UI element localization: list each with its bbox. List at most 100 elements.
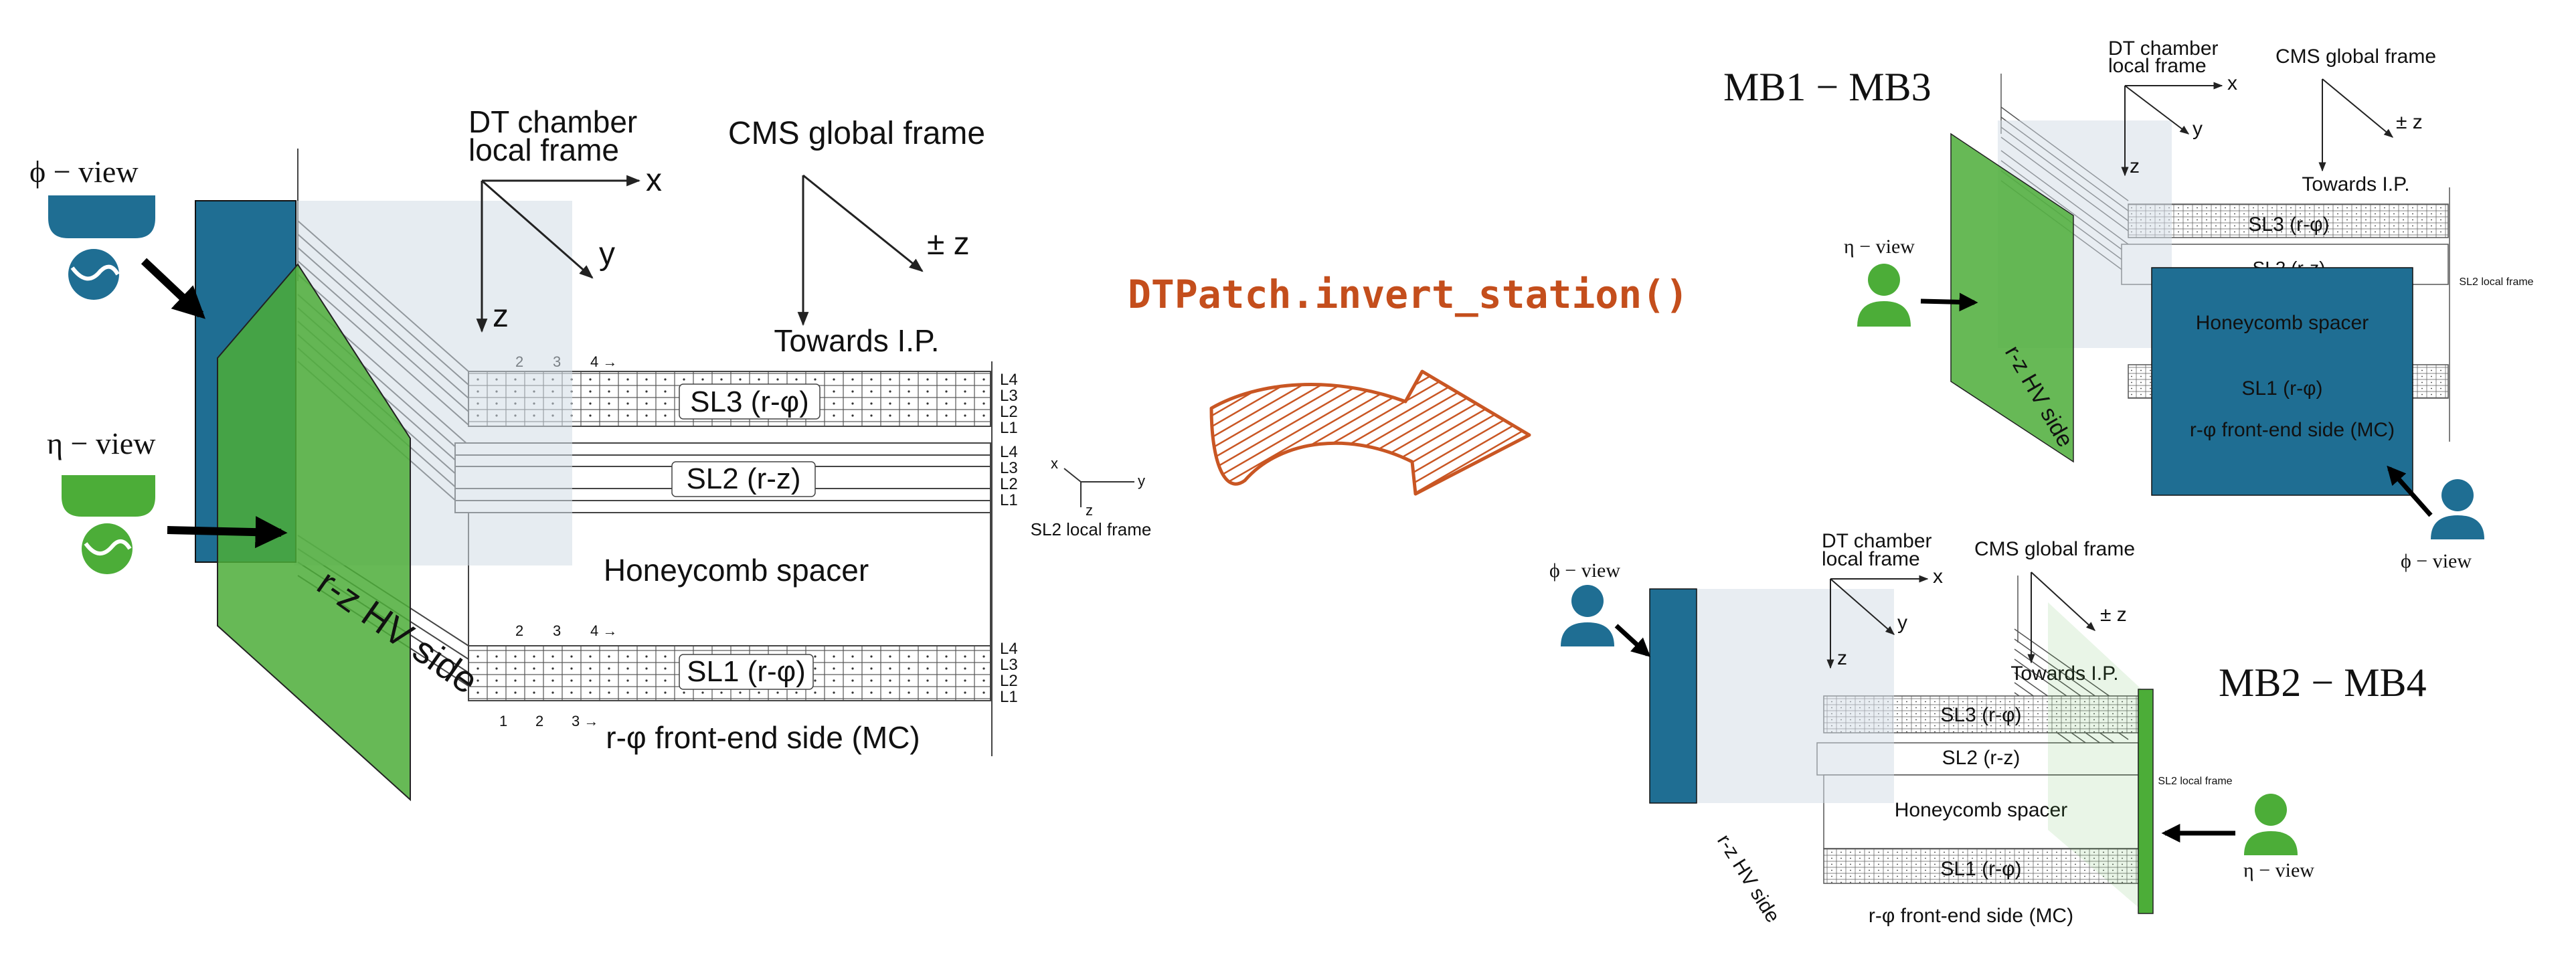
left-towards-ip: Towards I.P. xyxy=(774,323,939,358)
left-axis-x: x xyxy=(646,163,662,198)
bottom-right-diagram: MB2 − MB4 SL3 (r-φ) SL2 (r-z) Honeycomb … xyxy=(1549,530,2427,927)
top-right-eta-view-label: η − view xyxy=(1844,236,1915,258)
left-sl1-label: SL1 (r-φ) xyxy=(687,655,806,688)
top-right-pm-z: ± z xyxy=(2396,111,2423,133)
bottom-right-eta-shade xyxy=(2048,602,2142,910)
left-sl2-l2: L2 xyxy=(1000,475,1018,493)
top-right-sl1-label: SL1 (r-φ) xyxy=(2241,377,2322,400)
left-sl3-l1: L1 xyxy=(1000,419,1018,437)
left-sl2-l4: L4 xyxy=(1000,443,1018,461)
top-right-cms-frame: CMS global frame xyxy=(2276,46,2436,68)
top-right-axis-y: y xyxy=(2193,118,2203,140)
bottom-right-pm-z: ± z xyxy=(2100,604,2127,626)
bottom-right-local-frame-shade xyxy=(1697,589,1894,803)
top-right-axis-z: z xyxy=(2130,155,2140,177)
left-sl3-l2: L2 xyxy=(1000,403,1018,421)
left-cell-num-2b: 2 xyxy=(515,622,523,639)
function-call-label: DTPatch.invert_station() xyxy=(1128,272,1689,317)
left-sl1-l4: L4 xyxy=(1000,640,1018,658)
left-cms-frame: CMS global frame xyxy=(728,116,985,151)
bottom-right-axis-x: x xyxy=(1933,565,1943,588)
left-phi-view-label: ϕ − view xyxy=(29,155,139,189)
left-cms-axes xyxy=(797,174,924,327)
left-honeycomb-label: Honeycomb spacer xyxy=(604,553,869,588)
bottom-right-axis-z: z xyxy=(1837,647,1847,669)
bottom-right-phi-panel xyxy=(1649,588,1697,804)
bottom-right-cms-axes xyxy=(2027,572,2096,664)
top-right-eta-arrow xyxy=(1920,292,1978,312)
bottom-right-phi-viewer-icon xyxy=(1561,585,1614,646)
left-sl3-l3: L3 xyxy=(1000,387,1018,405)
left-layer-labels: L4 L3 L2 L1 L4 L3 L2 L1 L4 L3 L2 L1 xyxy=(1000,371,1018,706)
left-sl1-l2: L2 xyxy=(1000,672,1018,690)
top-right-local-axes xyxy=(2121,82,2223,177)
bottom-right-local-axes xyxy=(1826,575,1929,669)
bottom-right-eta-view-label: η − view xyxy=(2243,859,2314,881)
top-right-axis-x: x xyxy=(2227,72,2237,94)
left-sl2-frame-label: SL2 local frame xyxy=(1031,519,1152,539)
top-right-phi-view-label: ϕ − view xyxy=(2401,550,2472,572)
transform-arrow xyxy=(1209,369,1531,496)
bottom-right-phi-view-label: ϕ − view xyxy=(1549,559,1620,582)
left-front-end-label: r-φ front-end side (MC) xyxy=(606,720,920,755)
top-right-front-end-label: r-φ front-end side (MC) xyxy=(2190,419,2395,441)
bottom-right-dt-frame-line2: local frame xyxy=(1822,548,1920,570)
bottom-right-sl2-frame-label: SL2 local frame xyxy=(2158,776,2232,787)
top-right-sl3-cells xyxy=(2128,203,2449,238)
bottom-right-sl3-label: SL3 (r-φ) xyxy=(1940,704,2021,726)
top-right-eta-viewer-icon xyxy=(1857,264,1911,327)
top-right-title: MB1 − MB3 xyxy=(1723,65,1931,109)
left-diagram: L4 L3 L2 L1 L4 L3 L2 L1 L4 L3 L2 L1 2 3 … xyxy=(29,104,1152,802)
left-sl1-label-box xyxy=(679,654,814,690)
left-eta-panel xyxy=(217,263,411,802)
bottom-right-sl1-label: SL1 (r-φ) xyxy=(1940,858,2021,880)
left-local-frame-axes xyxy=(476,175,641,333)
bottom-right-eta-panel xyxy=(2138,689,2154,914)
top-right-dt-frame-line2: local frame xyxy=(2108,55,2207,77)
left-sl2-l1: L1 xyxy=(1000,491,1018,509)
top-right-sl2-frame-label: SL2 local frame xyxy=(2459,276,2533,288)
bottom-right-phi-arrow xyxy=(1614,624,1651,657)
left-cell-num-4b: 4 → xyxy=(590,622,617,639)
bottom-right-dt-frame-line1: DT chamber xyxy=(1822,530,1932,552)
left-sl2-l3: L3 xyxy=(1000,459,1018,477)
left-sl3-l4: L4 xyxy=(1000,371,1018,389)
left-sl1-l3: L3 xyxy=(1000,656,1018,674)
left-phi-viewer-icon xyxy=(48,195,155,300)
left-dt-frame-line2: local frame xyxy=(468,133,619,167)
left-cell-num-4: 4 → xyxy=(590,353,617,370)
left-axis-y: y xyxy=(599,236,615,272)
left-cell-num-3c: 3 → xyxy=(572,713,598,729)
top-right-towards-ip: Towards I.P. xyxy=(2302,173,2409,195)
left-eta-view-label: η − view xyxy=(47,426,156,460)
bottom-right-sl2-label: SL2 (r-z) xyxy=(1942,747,2021,769)
left-cell-num-2c: 2 xyxy=(535,713,543,729)
bottom-right-hv-side-label: r-z HV side xyxy=(1713,830,1784,926)
bottom-right-cms-frame: CMS global frame xyxy=(1974,538,2135,560)
left-phi-arrow xyxy=(141,258,205,319)
bottom-right-eta-viewer-icon xyxy=(2244,794,2298,855)
left-sl2-frame-z: z xyxy=(1086,502,1093,519)
bottom-right-title: MB2 − MB4 xyxy=(2219,661,2427,705)
top-right-phi-panel xyxy=(2151,267,2413,496)
left-axis-z: z xyxy=(493,298,509,334)
left-sl1-l1: L1 xyxy=(1000,688,1018,706)
left-sl3-label-box xyxy=(679,383,821,420)
left-sl2-frame-axes xyxy=(1063,468,1134,507)
left-pm-z: ± z xyxy=(927,226,970,262)
top-right-phi-viewer-icon xyxy=(2431,479,2484,539)
left-cell-num-1c: 1 xyxy=(499,713,507,729)
left-eta-arrow xyxy=(167,516,288,549)
top-right-diagram: MB1 − MB3 SL3 (r-φ) SL2 (r-z) DT chamber… xyxy=(1723,37,2534,572)
bottom-right-front-end-label: r-φ front-end side (MC) xyxy=(1869,905,2073,927)
left-sl3-label: SL3 (r-φ) xyxy=(690,385,809,418)
top-right-honeycomb-label: Honeycomb spacer xyxy=(2196,312,2369,334)
top-right-cms-axes xyxy=(2318,78,2394,172)
top-right-dt-frame-line1: DT chamber xyxy=(2108,37,2219,60)
bottom-right-sl1-cells xyxy=(1823,848,2139,884)
left-eta-viewer-icon xyxy=(62,475,155,574)
bottom-right-honeycomb-label: Honeycomb spacer xyxy=(1895,799,2067,821)
top-right-eta-panel xyxy=(1950,133,2074,463)
bottom-right-towards-ip: Towards I.P. xyxy=(2010,663,2118,685)
